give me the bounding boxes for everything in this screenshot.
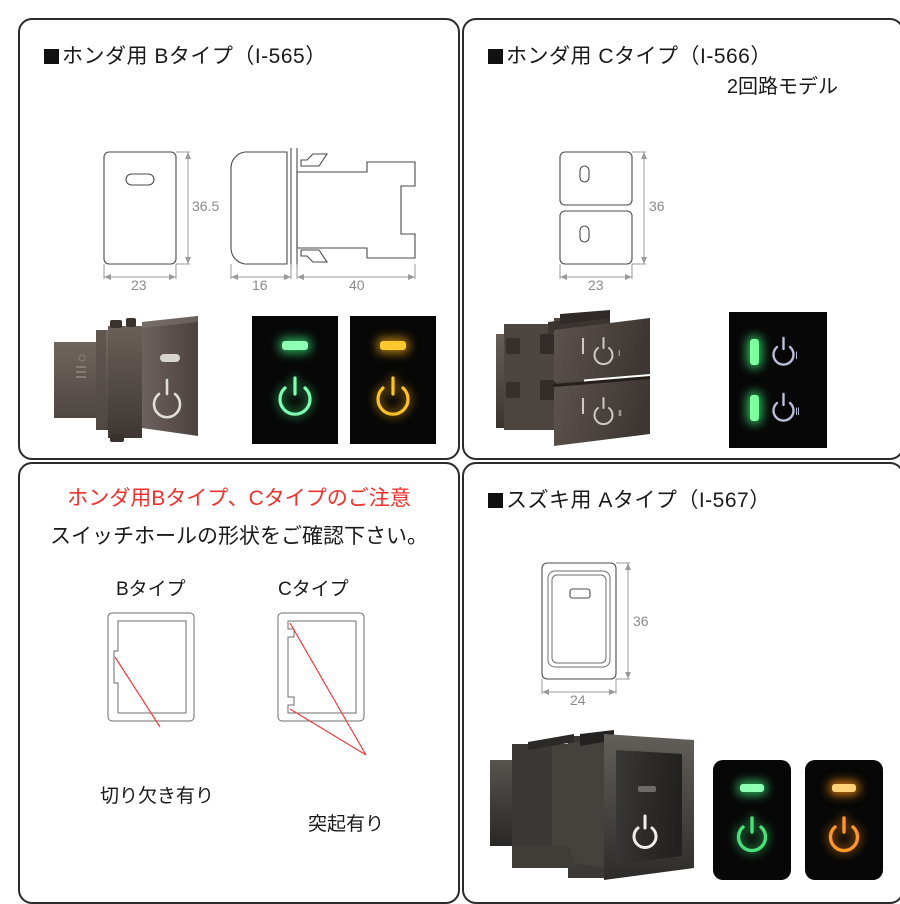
led-indicator-bar-green xyxy=(282,340,308,350)
honda-b-led-tile-amber xyxy=(350,316,436,444)
suzuki-a-product-photo xyxy=(484,724,709,889)
honda-c-led-row-2: Ⅱ xyxy=(749,391,807,425)
honda-b-width-dim: 23 xyxy=(131,277,147,293)
warning-subtitle: スイッチホールの形状をご確認下さい。 xyxy=(50,525,428,548)
svg-text:Ⅰ: Ⅰ xyxy=(618,349,620,358)
honda-c-width-dim: 23 xyxy=(588,277,604,293)
honda-c-led-tile-dual: Ⅰ Ⅱ xyxy=(729,312,827,448)
power-icon-orange xyxy=(828,816,860,853)
honda-c-product-photo: Ⅰ Ⅱ xyxy=(490,308,700,453)
bullet-square-icon xyxy=(488,493,503,508)
hole-note-b-type: 切り欠き有り xyxy=(100,786,215,807)
honda-c-front-view-drawing: 36 23 xyxy=(554,146,724,293)
led-indicator-bar-amber xyxy=(380,340,406,350)
honda-b-bezel-dim: 16 xyxy=(252,277,268,293)
suzuki-a-led-tile-green xyxy=(713,760,791,880)
suzuki-a-height-dim: 36 xyxy=(633,613,649,629)
led-indicator-bar-green-1 xyxy=(749,338,759,365)
bullet-square-icon xyxy=(44,49,59,64)
svg-text:Ⅰ: Ⅰ xyxy=(795,351,798,362)
panel-honda-c-subtitle: 2回路モデル xyxy=(726,76,838,98)
led-indicator-bar-green xyxy=(740,784,764,792)
suzuki-a-led-tile-orange xyxy=(805,760,883,880)
power-icon-circuit-1: Ⅰ xyxy=(771,336,798,366)
power-icon-amber xyxy=(376,375,410,416)
hole-label-b-type: Bタイプ xyxy=(116,579,186,600)
bullet-square-icon xyxy=(488,49,503,64)
honda-c-height-dim: 36 xyxy=(649,198,665,214)
suzuki-a-front-view-drawing: 36 24 xyxy=(534,559,694,709)
honda-b-product-photo xyxy=(52,310,252,450)
suzuki-a-width-dim: 24 xyxy=(570,692,586,708)
honda-b-body-dim: 40 xyxy=(349,277,365,293)
power-icon-green xyxy=(736,816,768,853)
warning-title: ホンダ用Bタイプ、Cタイプのご注意 xyxy=(67,487,411,510)
honda-b-led-tile-green xyxy=(252,316,338,444)
panel-honda-c-title: ホンダ用 Cタイプ（I-566） xyxy=(488,40,772,70)
power-icon-green xyxy=(278,375,312,416)
hole-note-c-type: 突起有り xyxy=(308,814,385,835)
hole-label-c-type: Cタイプ xyxy=(278,579,349,600)
hole-diagram-c-type: 突起有り xyxy=(268,609,458,839)
panel-honda-b-title: ホンダ用 Bタイプ（I-565） xyxy=(44,40,327,70)
honda-b-height-dim: 36.5 xyxy=(192,198,220,214)
panel-honda-b-title-text: ホンダ用 Bタイプ（I-565） xyxy=(62,45,327,68)
panel-honda-c-type: ホンダ用 Cタイプ（I-566） 2回路モデル 36 2 xyxy=(462,18,900,460)
panel-suzuki-a-title-text: スズキ用 Aタイプ（I-567） xyxy=(506,489,771,512)
honda-b-front-view-drawing: 36.5 23 xyxy=(98,146,278,293)
led-indicator-bar-green-2 xyxy=(749,395,759,422)
led-indicator-bar-orange xyxy=(832,784,856,792)
panel-honda-b-type: ホンダ用 Bタイプ（I-565） 36.5 23 xyxy=(18,18,460,460)
honda-c-led-row-1: Ⅰ xyxy=(749,335,807,369)
svg-text:Ⅱ: Ⅱ xyxy=(618,409,622,418)
hole-diagram-b-type: 切り欠き有り xyxy=(98,609,278,839)
honda-b-side-view-drawing: 16 40 xyxy=(225,146,425,293)
power-icon-circuit-2: Ⅱ xyxy=(771,393,800,423)
panel-switch-hole-warning: ホンダ用Bタイプ、Cタイプのご注意 スイッチホールの形状をご確認下さい。 Bタイ… xyxy=(18,462,460,904)
svg-text:Ⅱ: Ⅱ xyxy=(795,407,800,418)
panel-suzuki-a-title: スズキ用 Aタイプ（I-567） xyxy=(488,484,771,514)
panel-honda-c-title-text: ホンダ用 Cタイプ（I-566） xyxy=(506,45,772,68)
panel-suzuki-a-type: スズキ用 Aタイプ（I-567） 36 24 xyxy=(462,462,900,904)
